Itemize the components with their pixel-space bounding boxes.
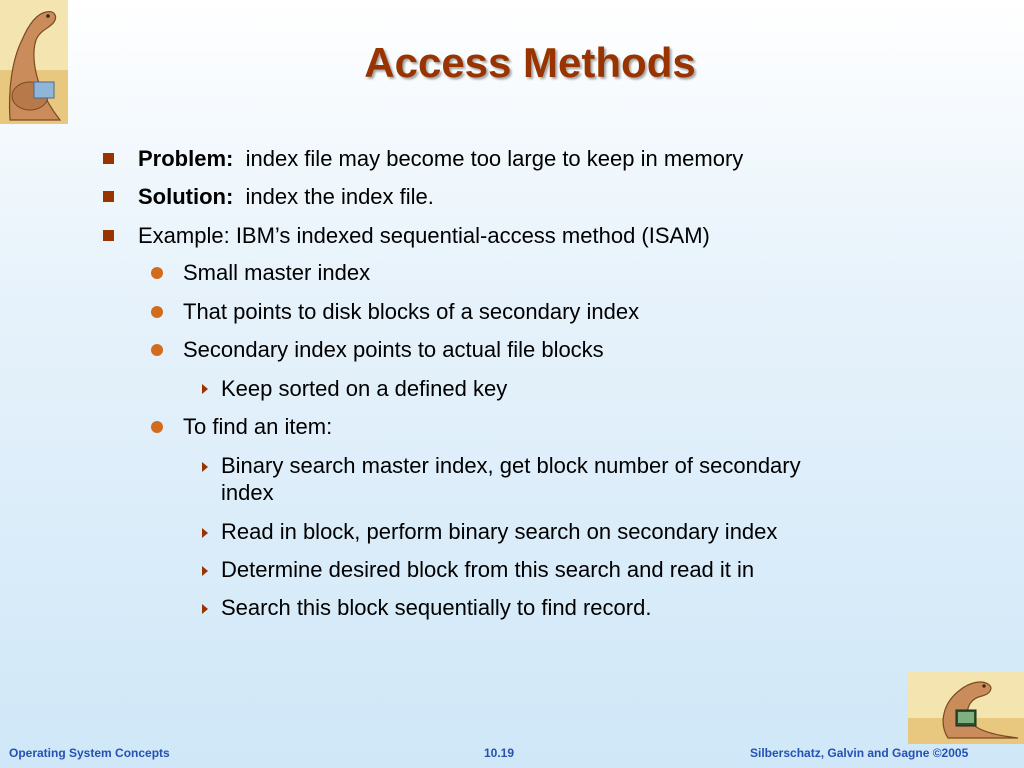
- arrow-bullet-icon: [202, 604, 208, 614]
- dot-bullet-icon: [151, 267, 163, 279]
- bullet-item: Secondary index points to actual file bl…: [183, 337, 604, 362]
- bullet-item: Solution: index the index file.: [138, 184, 434, 209]
- footer-slide-number: 10.19: [484, 746, 515, 760]
- bullet-item: To find an item:: [183, 414, 333, 439]
- square-bullet-icon: [103, 230, 114, 241]
- arrow-bullet-icon: [202, 566, 208, 576]
- arrow-bullet-icon: [202, 462, 208, 472]
- slide-title: Access Methods: [364, 39, 696, 86]
- arrow-bullet-icon: [202, 384, 208, 394]
- bullet-item: Keep sorted on a defined key: [221, 376, 508, 401]
- footer-copyright: Silberschatz, Galvin and Gagne ©2005: [750, 746, 969, 760]
- dot-bullet-icon: [151, 421, 163, 433]
- dot-bullet-icon: [151, 344, 163, 356]
- dot-bullet-icon: [151, 306, 163, 318]
- bullet-item: Problem: index file may become too large…: [138, 146, 744, 171]
- bullet-item: Small master index: [183, 260, 371, 285]
- bullet-item: Example: IBM’s indexed sequential-access…: [138, 223, 710, 248]
- dinosaur-logo-top-image: [0, 0, 68, 124]
- square-bullet-icon: [103, 191, 114, 202]
- bullet-item: Determine desired block from this search…: [221, 557, 755, 582]
- dinosaur-logo-bottom-image: [908, 672, 1024, 744]
- bullet-item: Search this block sequentially to find r…: [221, 595, 652, 620]
- footer-course-title: Operating System Concepts: [9, 746, 170, 760]
- bullet-item: That points to disk blocks of a secondar…: [183, 299, 640, 324]
- bullet-item: Read in block, perform binary search on …: [221, 519, 778, 544]
- bullet-item-continuation: index: [221, 480, 274, 505]
- arrow-bullet-icon: [202, 528, 208, 538]
- bullet-item: Binary search master index, get block nu…: [221, 453, 801, 478]
- square-bullet-icon: [103, 153, 114, 164]
